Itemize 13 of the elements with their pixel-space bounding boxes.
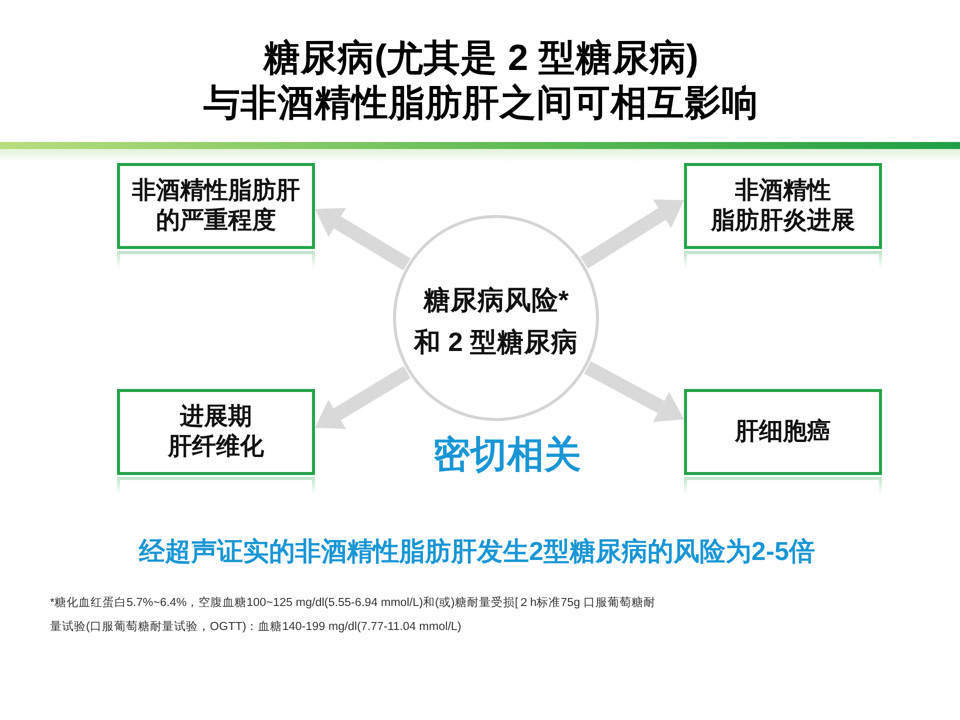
arrow — [584, 361, 684, 422]
footnote: *糖化血红蛋白5.7%~6.4%，空腹血糖100~125 mg/dl(5.55-6.94 mmol/L)和(或)糖耐量受损[２h标准75g 口服葡萄糖耐量试验(口服葡萄糖耐量试验，OGTT)：血糖140-199 mg/dl(7.77-11.04 mmol/L) — [50, 595, 656, 635]
info-box: 非酒精性脂肪肝的严重程度 — [117, 163, 315, 249]
arrow — [314, 366, 411, 429]
key-phrase: 密切相关 — [433, 434, 581, 476]
conclusion-text: 经超声证实的非酒精性脂肪肝发生2型糖尿病的风险为2-5倍 — [138, 535, 816, 567]
arrow — [580, 200, 684, 269]
info-box: 非酒精性脂肪肝炎进展 — [684, 163, 882, 249]
title: 糖尿病(尤其是 2 型糖尿病)与非酒精性脂肪肝之间可相互影响 — [204, 36, 758, 125]
info-box: 肝细胞癌 — [684, 389, 882, 475]
info-box: 进展期肝纤维化 — [117, 389, 315, 475]
arrow — [315, 208, 411, 270]
center-circle: 糖尿病风险*和 2 型糖尿病 — [393, 215, 599, 421]
